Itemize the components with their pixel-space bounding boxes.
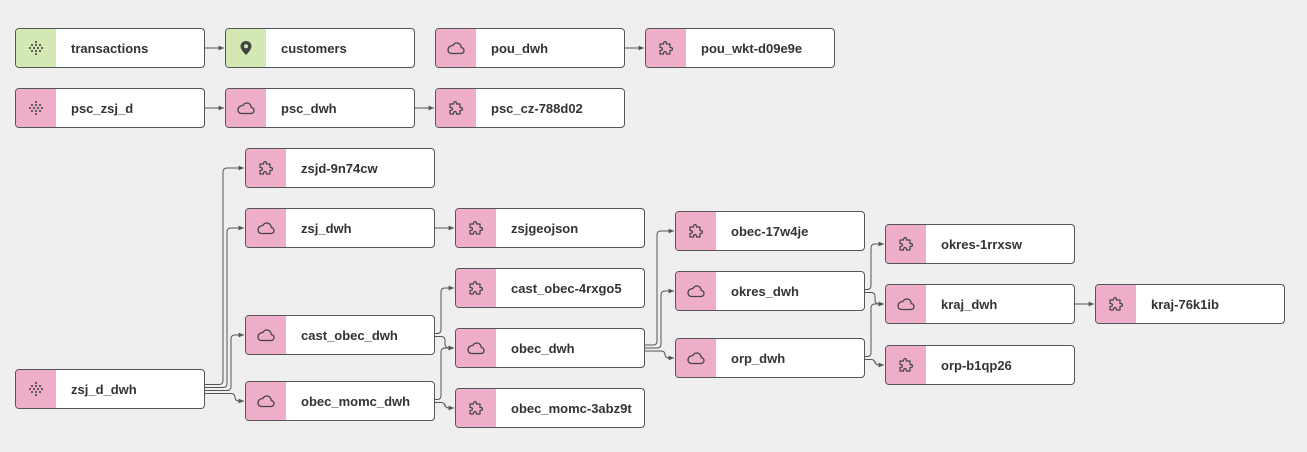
cloud-icon bbox=[246, 209, 286, 247]
node-label: zsjd-9n74cw bbox=[301, 160, 378, 176]
node-label: kraj_dwh bbox=[941, 296, 998, 312]
node-label: orp_dwh bbox=[731, 350, 786, 366]
node-obec-17[interactable]: obec-17w4je bbox=[675, 211, 865, 251]
edge-orp-dwh-to-kraj-dwh bbox=[865, 301, 884, 357]
puzzle-icon bbox=[436, 89, 476, 127]
node-label: psc_dwh bbox=[281, 100, 337, 116]
node-label: orp-b1qp26 bbox=[941, 357, 1012, 373]
node-label: obec_dwh bbox=[511, 340, 575, 356]
cloud-icon bbox=[226, 89, 266, 127]
edge-obec-momc-dwh-to-obec-dwh bbox=[435, 345, 454, 400]
node-okres-1r[interactable]: okres-1rrxsw bbox=[885, 224, 1075, 264]
node-psc-cz[interactable]: psc_cz-788d02 bbox=[435, 88, 625, 128]
node-psc-dwh[interactable]: psc_dwh bbox=[225, 88, 415, 128]
node-obec-dwh[interactable]: obec_dwh bbox=[455, 328, 645, 368]
edge-zsj-d-dwh-to-cast-obec-dwh bbox=[205, 332, 244, 391]
node-orp-b1[interactable]: orp-b1qp26 bbox=[885, 345, 1075, 385]
puzzle-icon bbox=[456, 389, 496, 427]
cloud-icon bbox=[246, 316, 286, 354]
node-customers[interactable]: customers bbox=[225, 28, 415, 68]
node-label: zsj_dwh bbox=[301, 220, 352, 236]
node-label: zsjgeojson bbox=[511, 220, 579, 236]
node-zsj-dwh[interactable]: zsj_dwh bbox=[245, 208, 435, 248]
node-label: pou_wkt-d09e9e bbox=[701, 40, 803, 56]
node-label: cast_obec-4rxgo5 bbox=[511, 280, 622, 296]
node-label: obec_momc_dwh bbox=[301, 393, 411, 409]
node-label: customers bbox=[281, 40, 347, 56]
node-okres-dwh[interactable]: okres_dwh bbox=[675, 271, 865, 311]
edge-obec-momc-dwh-to-obec-momc-3a bbox=[435, 402, 454, 411]
edge-obec-dwh-to-obec-17 bbox=[645, 228, 674, 346]
cloud-icon bbox=[456, 329, 496, 367]
edge-zsj-d-dwh-to-zsjd-9n bbox=[205, 165, 244, 385]
edge-obec-dwh-to-orp-dwh bbox=[645, 350, 674, 361]
edge-orp-dwh-to-orp-b1 bbox=[865, 359, 884, 368]
edge-cast-obec-dwh-to-cast-obec-4r bbox=[435, 285, 454, 334]
grid-dots-icon bbox=[16, 370, 56, 408]
edge-okres-dwh-to-kraj-dwh bbox=[865, 292, 884, 307]
puzzle-icon bbox=[246, 149, 286, 187]
node-label: cast_obec_dwh bbox=[301, 327, 398, 343]
puzzle-icon bbox=[646, 29, 686, 67]
puzzle-icon bbox=[676, 212, 716, 250]
edge-cast-obec-dwh-to-obec-dwh bbox=[435, 336, 454, 351]
puzzle-icon bbox=[886, 346, 926, 384]
node-cast-obec-4r[interactable]: cast_obec-4rxgo5 bbox=[455, 268, 645, 308]
node-zsjd-9n[interactable]: zsjd-9n74cw bbox=[245, 148, 435, 188]
edge-obec-dwh-to-okres-dwh bbox=[645, 288, 674, 349]
node-zsj-d-dwh[interactable]: zsj_d_dwh bbox=[15, 369, 205, 409]
node-label: okres_dwh bbox=[731, 283, 799, 299]
node-obec-momc-3a[interactable]: obec_momc-3abz9t bbox=[455, 388, 645, 428]
node-label: obec_momc-3abz9t bbox=[511, 400, 632, 416]
node-kraj-dwh[interactable]: kraj_dwh bbox=[885, 284, 1075, 324]
edge-zsj-d-dwh-to-obec-momc-dwh bbox=[205, 393, 244, 404]
puzzle-icon bbox=[456, 269, 496, 307]
node-label: psc_cz-788d02 bbox=[491, 100, 583, 116]
cloud-icon bbox=[676, 339, 716, 377]
node-label: psc_zsj_d bbox=[71, 100, 134, 116]
grid-dots-icon bbox=[16, 89, 56, 127]
map-pin-icon bbox=[226, 29, 266, 67]
puzzle-icon bbox=[1096, 285, 1136, 323]
node-transactions[interactable]: transactions bbox=[15, 28, 205, 68]
cloud-icon bbox=[676, 272, 716, 310]
node-pou-dwh[interactable]: pou_dwh bbox=[435, 28, 625, 68]
node-label: kraj-76k1ib bbox=[1151, 296, 1219, 312]
node-label: okres-1rrxsw bbox=[941, 236, 1022, 252]
node-label: transactions bbox=[71, 40, 149, 56]
node-cast-obec-dwh[interactable]: cast_obec_dwh bbox=[245, 315, 435, 355]
node-label: obec-17w4je bbox=[731, 223, 809, 239]
node-label: pou_dwh bbox=[491, 40, 549, 56]
node-kraj-76[interactable]: kraj-76k1ib bbox=[1095, 284, 1285, 324]
cloud-icon bbox=[886, 285, 926, 323]
cloud-icon bbox=[246, 382, 286, 420]
edge-zsj-d-dwh-to-zsj-dwh bbox=[205, 225, 244, 388]
node-zsjgeojson[interactable]: zsjgeojson bbox=[455, 208, 645, 248]
cloud-icon bbox=[436, 29, 476, 67]
node-orp-dwh[interactable]: orp_dwh bbox=[675, 338, 865, 378]
edge-okres-dwh-to-okres-1r bbox=[865, 241, 884, 290]
puzzle-icon bbox=[886, 225, 926, 263]
grid-dots-icon bbox=[16, 29, 56, 67]
node-obec-momc-dwh[interactable]: obec_momc_dwh bbox=[245, 381, 435, 421]
node-pou-wkt[interactable]: pou_wkt-d09e9e bbox=[645, 28, 835, 68]
node-label: zsj_d_dwh bbox=[71, 381, 137, 397]
puzzle-icon bbox=[456, 209, 496, 247]
node-psc-zsj-d[interactable]: psc_zsj_d bbox=[15, 88, 205, 128]
